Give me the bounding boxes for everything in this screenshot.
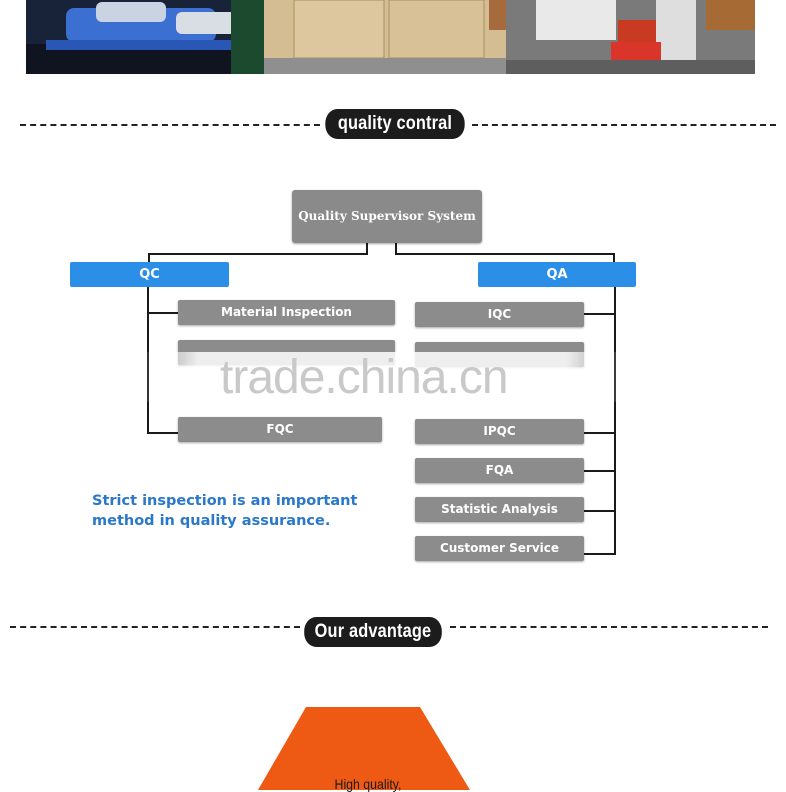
quality-note: Strict inspection is an important method… <box>92 491 372 531</box>
connector-qa-statistic <box>584 510 615 512</box>
chart-qc-item-material: Material Inspection <box>178 300 395 325</box>
watermark-band <box>140 352 625 402</box>
connector-qa-fqa <box>584 470 615 472</box>
section-divider-right <box>472 124 776 126</box>
chart-qa-label: QA <box>546 267 568 282</box>
advantage-trapezoid <box>258 707 470 790</box>
chart-qa-box: QA <box>478 262 636 287</box>
connector-qc-material <box>147 312 178 314</box>
photo-machines-illustration <box>26 0 264 74</box>
section-title-advantage: Our advantage <box>304 617 442 647</box>
section-title-quality-text: quality contral <box>337 113 453 134</box>
connector-left-horizontal <box>148 253 368 255</box>
section-title-quality: quality contral <box>325 109 465 139</box>
chart-qa-item-statistic: Statistic Analysis <box>415 497 584 522</box>
chart-qa-item-customer-label: Customer Service <box>439 541 560 555</box>
connector-right-horizontal <box>395 253 615 255</box>
watermark-text: trade.china.cn <box>220 351 509 404</box>
chart-qa-item-customer: Customer Service <box>415 536 584 561</box>
section-divider-left-2 <box>10 626 300 628</box>
section-divider-right-2 <box>450 626 768 628</box>
chart-qc-box: QC <box>70 262 229 287</box>
chart-qc-item-fqc: FQC <box>178 417 382 442</box>
advantage-label: High quality, <box>334 776 402 792</box>
photo-truck-illustration <box>506 0 755 74</box>
photo-cartons-illustration <box>264 0 506 74</box>
quality-note-line2: method in quality assurance. <box>92 513 331 529</box>
connector-qa-trunk <box>614 286 616 555</box>
photo-loading-truck <box>506 0 755 74</box>
chart-qc-item-material-label: Material Inspection <box>221 305 352 319</box>
chart-root-label: Quality Supervisor System <box>298 209 476 223</box>
section-divider-left <box>20 124 320 126</box>
connector-root-left-drop <box>366 243 368 254</box>
chart-qc-label: QC <box>139 267 160 282</box>
chart-qc-item-fqc-label: FQC <box>266 422 294 436</box>
connector-root-right-drop <box>395 243 397 254</box>
chart-root-box: Quality Supervisor System <box>292 190 482 243</box>
connector-qa-ipqc <box>584 432 615 434</box>
connector-qa-customer <box>584 553 615 555</box>
photo-cartons <box>264 0 506 74</box>
chart-qa-item-iqc: IQC <box>415 302 584 327</box>
connector-qa-iqc <box>584 313 615 315</box>
photo-packaging-machines <box>26 0 264 74</box>
advantage-trapezoid-shape <box>258 707 470 790</box>
connector-left-to-qc <box>148 253 150 263</box>
connector-qc-fqc <box>147 432 178 434</box>
chart-qa-item-ipqc-label: IPQC <box>483 424 516 438</box>
chart-qa-item-iqc-label: IQC <box>487 307 512 321</box>
connector-right-to-qa <box>613 253 615 263</box>
chart-qa-item-fqa-label: FQA <box>485 463 514 477</box>
chart-qa-item-statistic-label: Statistic Analysis <box>441 502 558 516</box>
section-title-advantage-text: Our advantage <box>314 621 432 642</box>
chart-qa-item-ipqc: IPQC <box>415 419 584 444</box>
chart-qa-item-fqa: FQA <box>415 458 584 483</box>
quality-note-line1: Strict inspection is an important <box>92 493 358 509</box>
